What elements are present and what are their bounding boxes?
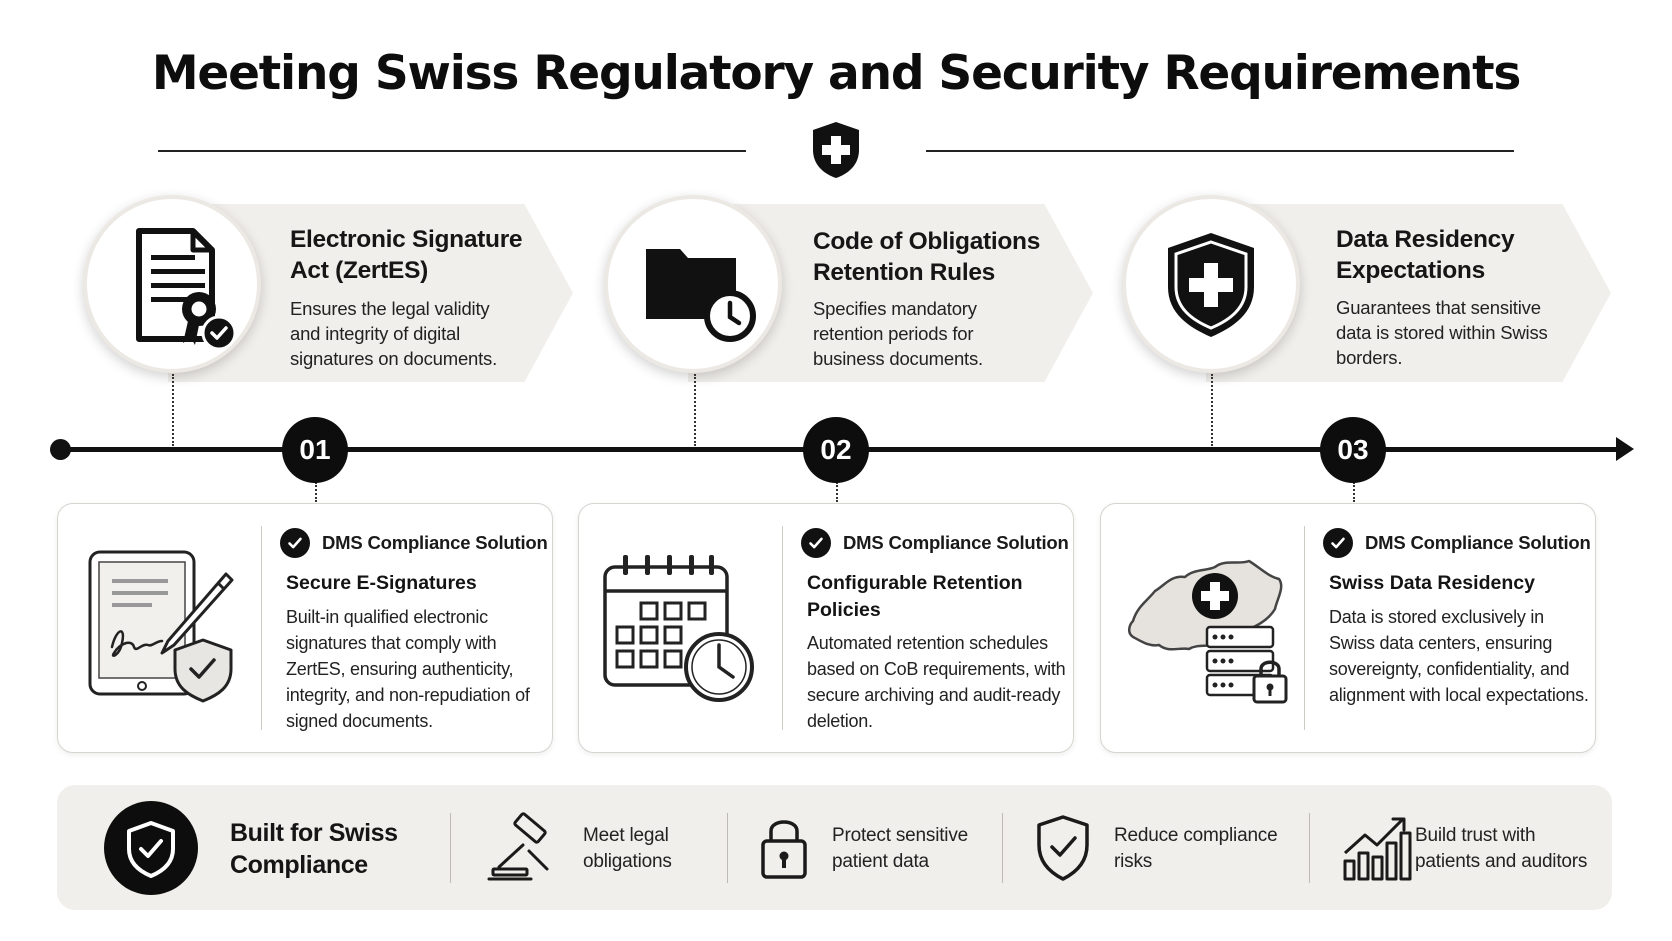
bottom-divider <box>450 813 451 883</box>
requirement-title-3: Data Residency Expectations <box>1336 226 1515 284</box>
bottom-benefits-bar: Built for Swiss Compliance Meet legal ob… <box>57 785 1612 910</box>
bottom-divider <box>1309 813 1310 883</box>
solution-title-2: Configurable Retention Policies <box>807 572 1023 621</box>
check-circle-icon <box>1323 528 1353 558</box>
bottom-badge-circle <box>104 801 198 895</box>
swiss-shield-icon <box>813 122 859 178</box>
card-divider <box>1304 526 1305 730</box>
timeline-start-dot <box>50 439 71 460</box>
badge-label: DMS Compliance Solution <box>1365 532 1591 553</box>
step-number-2: 02 <box>803 417 869 483</box>
solution-badge-2: DMS Compliance Solution <box>801 528 1069 558</box>
requirement-icon-circle-1 <box>83 195 261 373</box>
solution-card-2: DMS Compliance Solution Configurable Ret… <box>578 503 1074 753</box>
title-rule-right <box>926 150 1514 152</box>
card-divider <box>261 526 262 730</box>
solution-desc-2: Automated retention schedules based on C… <box>807 633 1066 731</box>
tablet-signature-icon <box>88 550 234 703</box>
padlock-icon <box>761 820 807 879</box>
bottom-item-1: Meet legal obligations <box>583 825 672 872</box>
solution-badge-1: DMS Compliance Solution <box>280 528 548 558</box>
requirement-title-1: Electronic Signature Act (ZertES) <box>290 226 523 284</box>
requirement-desc-2: Specifies mandatory retention periods fo… <box>813 298 983 369</box>
shield-check-icon <box>1037 815 1089 881</box>
shield-check-icon <box>127 821 175 878</box>
shield-cross-icon <box>1168 233 1254 337</box>
badge-label: DMS Compliance Solution <box>322 532 548 553</box>
growth-chart-icon <box>1343 817 1412 881</box>
requirement-icon-circle-3 <box>1122 195 1300 373</box>
step-number-3: 03 <box>1320 417 1386 483</box>
connector-bottom-2 <box>836 482 838 502</box>
step-number-1: 01 <box>282 417 348 483</box>
swiss-map-server-icon <box>1128 559 1288 704</box>
solution-badge-3: DMS Compliance Solution <box>1323 528 1591 558</box>
connector-bottom-3 <box>1353 482 1355 502</box>
solution-desc-3: Data is stored exclusively in Swiss data… <box>1329 607 1589 705</box>
connector-top-3 <box>1211 374 1213 446</box>
card-divider <box>782 526 783 730</box>
connector-bottom-1 <box>315 482 317 502</box>
bottom-item-4: Build trust with patients and auditors <box>1415 825 1588 872</box>
requirement-icon-circle-2 <box>604 195 782 373</box>
check-circle-icon <box>801 528 831 558</box>
bottom-item-3: Reduce compliance risks <box>1114 825 1278 872</box>
connector-top-2 <box>694 374 696 446</box>
requirement-title-2: Code of Obligations Retention Rules <box>813 228 1041 286</box>
requirement-desc-1: Ensures the legal validity and integrity… <box>290 298 498 369</box>
check-circle-icon <box>280 528 310 558</box>
timeline-arrow-head <box>1616 437 1634 461</box>
solution-card-3: DMS Compliance Solution Swiss Data Resid… <box>1100 503 1596 753</box>
page-title: Meeting Swiss Regulatory and Security Re… <box>151 46 1521 101</box>
gavel-icon <box>487 812 549 881</box>
bottom-item-2: Protect sensitive patient data <box>832 825 968 872</box>
connector-top-1 <box>172 374 174 446</box>
bottom-title: Built for Swiss Compliance <box>230 819 398 879</box>
folder-clock-icon <box>646 249 756 342</box>
solution-desc-1: Built-in qualified electronic signatures… <box>286 607 530 731</box>
solution-card-1: DMS Compliance Solution Secure E-Signatu… <box>57 503 553 753</box>
bottom-divider <box>727 813 728 883</box>
title-rule-left <box>158 150 746 152</box>
calendar-clock-icon <box>603 555 754 702</box>
bottom-divider <box>1002 813 1003 883</box>
solution-title-1: Secure E-Signatures <box>286 572 477 594</box>
solution-title-3: Swiss Data Residency <box>1329 572 1535 594</box>
requirement-desc-3: Guarantees that sensitive data is stored… <box>1336 297 1548 368</box>
certificate-document-icon <box>136 228 237 351</box>
badge-label: DMS Compliance Solution <box>843 532 1069 553</box>
